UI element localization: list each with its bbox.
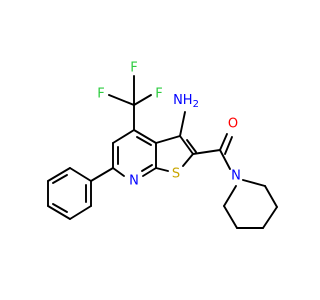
bond <box>142 167 157 177</box>
bond <box>133 94 152 106</box>
piperidine-nitrogen-label: N <box>231 169 241 184</box>
bond <box>90 167 114 182</box>
bond <box>224 136 233 155</box>
bond <box>108 94 135 106</box>
amine-label: NH2 <box>173 93 199 111</box>
bond <box>69 167 92 182</box>
bond <box>192 149 221 155</box>
bond <box>179 135 194 155</box>
bond <box>136 136 152 146</box>
molecule-structure: F F F NH2 O N S N <box>47 61 278 229</box>
bond <box>69 205 92 220</box>
bond <box>47 205 71 220</box>
sulfur-label: S <box>172 167 180 182</box>
bond <box>264 185 278 208</box>
amine-main-text: NH <box>173 93 193 108</box>
amine-subscript: 2 <box>193 99 199 110</box>
bond <box>182 153 194 167</box>
bond <box>223 205 238 229</box>
bond <box>155 135 181 144</box>
bond <box>52 174 68 184</box>
bond <box>186 139 197 153</box>
bond <box>112 129 135 144</box>
fluorine-label: F <box>130 61 137 76</box>
bond <box>133 129 157 144</box>
bond <box>242 179 266 187</box>
bond-lines <box>47 75 278 229</box>
bond <box>141 164 153 172</box>
atom-labels: F F F NH2 O N S N <box>97 61 241 189</box>
fluorine-label: F <box>155 87 162 102</box>
bond <box>155 167 169 172</box>
bond <box>262 206 278 229</box>
bond <box>179 111 186 137</box>
pyridine-nitrogen-label: N <box>129 174 139 189</box>
bond <box>112 167 125 177</box>
bond <box>219 133 228 151</box>
bond <box>47 167 71 182</box>
bond <box>52 203 68 213</box>
bond <box>223 185 237 207</box>
fluorine-label: F <box>97 87 104 102</box>
oxygen-label: O <box>228 117 238 132</box>
bond <box>219 149 231 170</box>
